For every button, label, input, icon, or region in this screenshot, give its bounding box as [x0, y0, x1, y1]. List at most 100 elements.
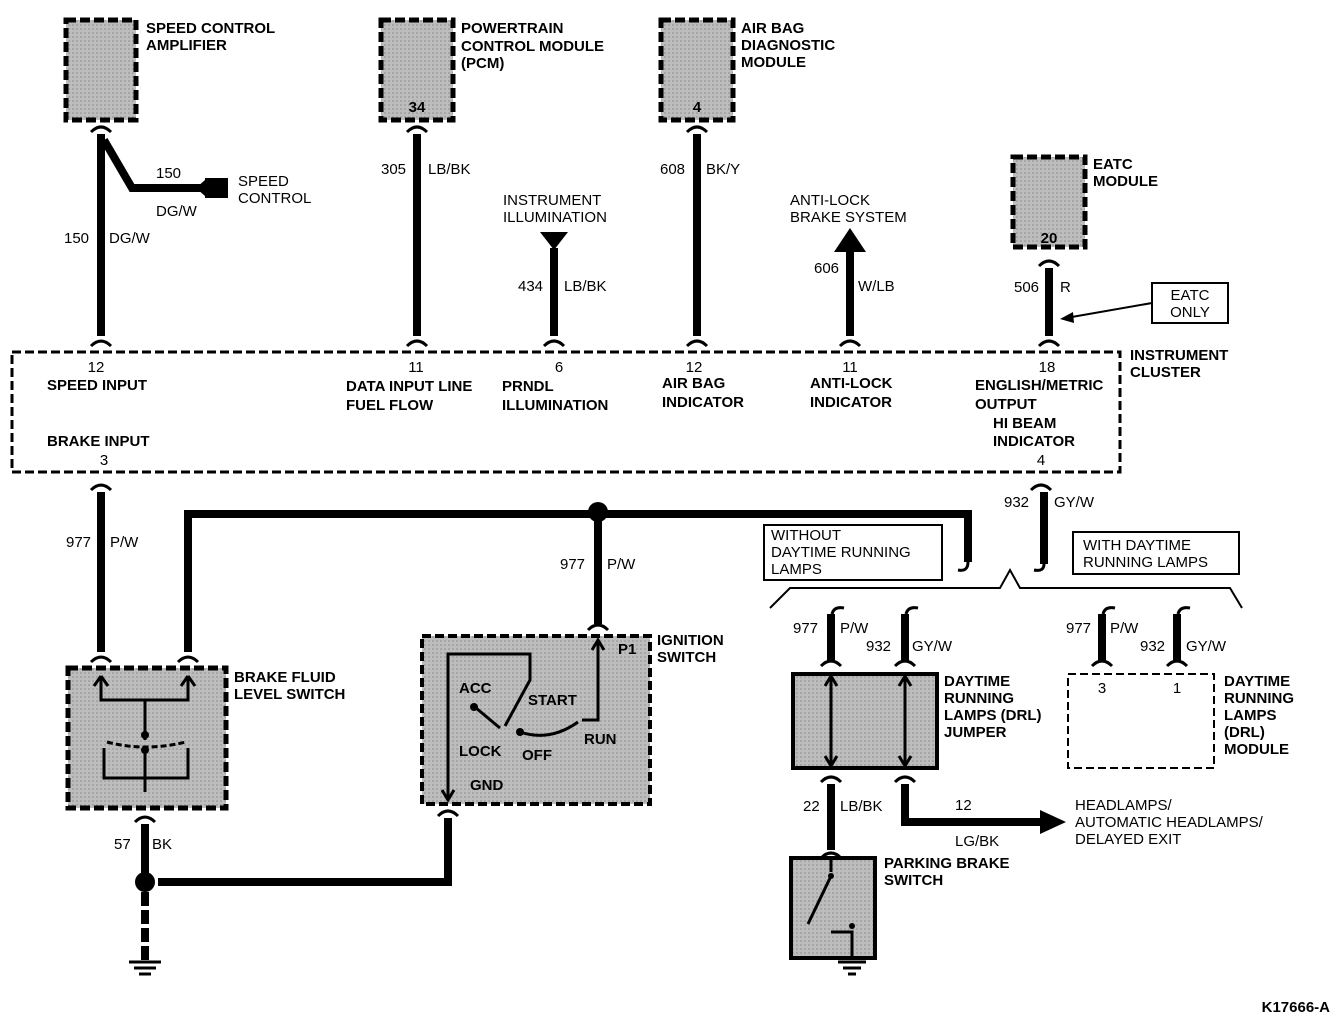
- airbag-module-pin: 4: [693, 99, 702, 116]
- headlamps-arrow-icon: [1040, 810, 1066, 834]
- cluster-speed-input: SPEED INPUT: [47, 377, 147, 394]
- switch-contact: [828, 873, 834, 879]
- wire-12-number: 12: [955, 797, 972, 814]
- cluster-data-input-2: FUEL FLOW: [346, 397, 434, 414]
- switch-contact: [141, 731, 149, 739]
- eatc-module-box: [1010, 154, 1088, 250]
- wire-ground-ignition: [158, 818, 452, 886]
- wire-977-drl-number: 977: [793, 620, 818, 637]
- brake-fluid-switch-label-1: BRAKE FLUID: [234, 669, 336, 686]
- wire-977-module-number: 977: [1066, 620, 1091, 637]
- connector-symbol: [1090, 659, 1114, 668]
- wire-977-brake-color: P/W: [110, 534, 139, 551]
- splice-dot: [588, 502, 608, 522]
- connector-symbol: [685, 125, 709, 134]
- wire-22-number: 22: [803, 798, 820, 815]
- drl-module-pin-3: 3: [1098, 680, 1106, 697]
- cluster-english-1: ENGLISH/METRIC: [975, 377, 1104, 394]
- ignition-contact: [516, 728, 524, 736]
- ignition-switch-label-1: IGNITION: [657, 632, 724, 649]
- wire-932-drl-color: GY/W: [912, 638, 953, 655]
- headlamps-label-2: AUTOMATIC HEADLAMPS/: [1075, 814, 1264, 831]
- wire-150-branch: [100, 137, 205, 192]
- connector-symbol: [685, 339, 709, 348]
- without-drl-label-1: WITHOUT: [771, 527, 841, 544]
- headlamps-label-1: HEADLAMPS/: [1075, 797, 1173, 814]
- cluster-antilock-2: INDICATOR: [810, 394, 892, 411]
- speed-control-amplifier-box: [63, 17, 139, 123]
- cluster-hibeam-2: INDICATOR: [993, 433, 1075, 450]
- instrument-cluster-label-2: CLUSTER: [1130, 364, 1201, 381]
- wire-606-number: 606: [814, 260, 839, 277]
- connector-symbol: [893, 659, 917, 668]
- ground-icon: [129, 960, 161, 976]
- ground-splice-dot: [135, 872, 155, 892]
- cluster-airbag-2: INDICATOR: [662, 394, 744, 411]
- connector-symbol: [819, 659, 843, 668]
- wire-606-color: W/LB: [858, 278, 895, 295]
- cluster-pin-english: 18: [1039, 359, 1056, 376]
- drl-jumper-box: [791, 672, 939, 770]
- switch-contact: [849, 923, 855, 929]
- drl-jumper-label-2: RUNNING: [944, 690, 1014, 707]
- wire-150-branch-number: 150: [156, 165, 181, 182]
- connector-symbol: [89, 655, 113, 664]
- wire-932-number: 932: [1004, 494, 1029, 511]
- instrument-cluster-label-1: INSTRUMENT: [1130, 347, 1228, 364]
- wire-977-loop-end: [957, 561, 970, 572]
- wire-608-number: 608: [660, 161, 685, 178]
- with-drl-box: [1072, 531, 1240, 575]
- illumination-connector-icon: [540, 232, 568, 250]
- pcm-pin: 34: [409, 99, 426, 116]
- airbag-module-label-1: AIR BAG: [741, 20, 804, 37]
- ignition-off: OFF: [522, 747, 552, 764]
- option-bracket: [769, 567, 1243, 609]
- wire-305-color: LB/BK: [428, 161, 471, 178]
- wire-12-headlamps: [901, 784, 1042, 826]
- pcm-label-2: CONTROL MODULE: [461, 38, 604, 55]
- ground-icon: [838, 952, 866, 976]
- eatc-only-label-1: EATC: [1171, 287, 1210, 304]
- parking-brake-label-2: SWITCH: [884, 872, 943, 889]
- drl-jumper-label-3: LAMPS (DRL): [944, 707, 1042, 724]
- switch-contact: [141, 746, 149, 754]
- drl-jumper-label-4: JUMPER: [944, 724, 1007, 741]
- wire-932-module-number: 932: [1140, 638, 1165, 655]
- connector-symbol: [436, 809, 460, 818]
- pcm-label-1: POWERTRAIN: [461, 20, 564, 37]
- wire-932-end: [1033, 563, 1046, 572]
- wire-932-drl-number: 932: [866, 638, 891, 655]
- connector-symbol: [176, 655, 200, 664]
- eatc-module-label-2: MODULE: [1093, 173, 1158, 190]
- without-drl-label-3: LAMPS: [771, 561, 822, 578]
- cluster-pin-antilock: 11: [842, 359, 858, 376]
- speed-control-amplifier-label-1: SPEED CONTROL: [146, 20, 275, 37]
- drl-module-label-1: DAYTIME: [1224, 673, 1290, 690]
- wire-977-module-color: P/W: [1110, 620, 1139, 637]
- parking-brake-label-1: PARKING BRAKE: [884, 855, 1010, 872]
- cluster-prndl-1: PRNDL: [502, 378, 554, 395]
- headlamps-label-3: DELAYED EXIT: [1075, 831, 1181, 848]
- wire-608-color: BK/Y: [706, 161, 740, 178]
- wire-57-color: BK: [152, 836, 172, 853]
- cluster-prndl-2: ILLUMINATION: [502, 397, 608, 414]
- cluster-pin-brake: 3: [100, 452, 108, 469]
- drl-module-box: [1067, 673, 1215, 769]
- connector-symbol: [89, 339, 113, 348]
- pcm-box: [378, 17, 456, 123]
- wire-977-module-end: [1101, 606, 1116, 615]
- ignition-lock: LOCK: [459, 743, 502, 760]
- airbag-module-label-2: DIAGNOSTIC: [741, 37, 835, 54]
- figure-id: K17666-A: [1262, 999, 1331, 1016]
- speed-control-connector: [205, 178, 228, 198]
- ignition-acc: ACC: [459, 680, 492, 697]
- abs-arrow-icon: [834, 228, 866, 252]
- connector-symbol: [893, 775, 917, 784]
- wire-932-module-end: [1176, 606, 1191, 615]
- instrument-illumination-label-2: ILLUMINATION: [503, 209, 607, 226]
- parking-brake-switch-box: [789, 856, 877, 960]
- drl-module-label-5: MODULE: [1224, 741, 1289, 758]
- ignition-switch-label-2: SWITCH: [657, 649, 716, 666]
- wire-977-ignition-color: P/W: [607, 556, 636, 573]
